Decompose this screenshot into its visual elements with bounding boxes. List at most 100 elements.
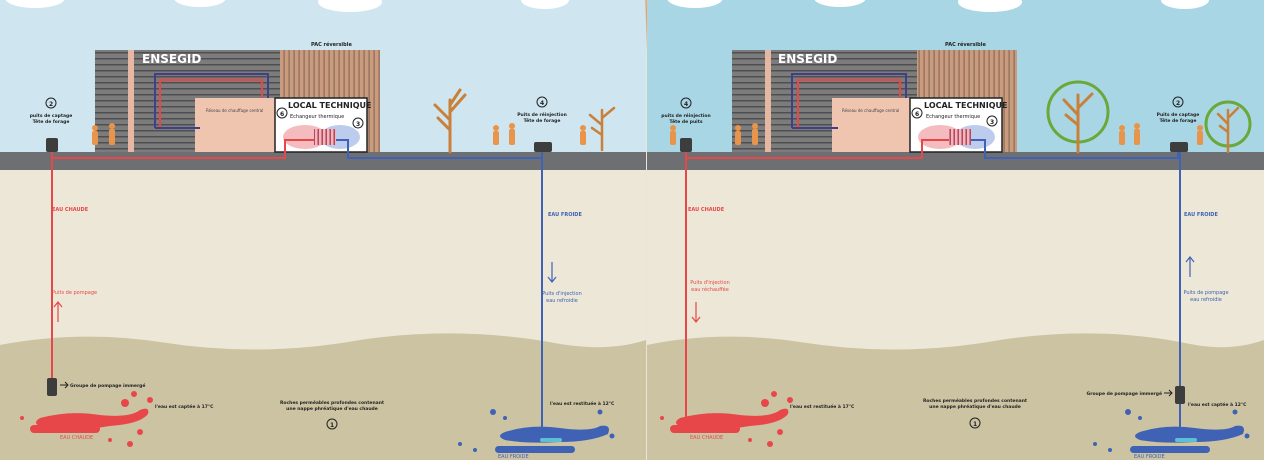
- heat-exchanger-coil: [949, 129, 971, 145]
- heating-loop-cold: [791, 73, 907, 128]
- cold-pool-label: EAU FROIDE: [1134, 454, 1165, 460]
- cloud: [814, 0, 866, 7]
- heat-exchanger-coil: [314, 129, 336, 145]
- well-right-number-badge: [1172, 96, 1184, 108]
- well-left-number-badge: [680, 97, 692, 109]
- right-cold-surface-pipe: [971, 139, 1179, 159]
- heating-loop-cold: [154, 73, 269, 128]
- groupe-pompage-label: Groupe de pompage immergé: [70, 382, 145, 389]
- right-injection-wellhead: [680, 138, 692, 152]
- hot-water-pool: [660, 391, 793, 447]
- right-rock-layer: [647, 333, 1264, 460]
- down-arrow-icon: [691, 302, 701, 323]
- echangeur-number-badge: [911, 107, 923, 119]
- cloud: [667, 0, 723, 8]
- left-injection-wellhead: [534, 142, 552, 152]
- left-panel: ENSEGID PAC réversible LOCAL TECHNIQUE 6…: [0, 0, 646, 460]
- roches-label2: une nappe phréatique d'eau chaude: [286, 405, 378, 412]
- building-pillar: [765, 50, 771, 152]
- roches-number: 1: [973, 421, 977, 428]
- down-arrow-icon: [547, 262, 557, 283]
- pump-label1: Puits de pompage: [1183, 290, 1228, 296]
- submerged-pump: [47, 378, 57, 396]
- echangeur-label: Echangeur thermique: [290, 114, 344, 120]
- local-technique-title: LOCAL TECHNIQUE: [288, 101, 371, 110]
- well-right-number-badge: [536, 96, 548, 108]
- cloud: [521, 0, 569, 9]
- roches-label1: Roches perméables profondes contenant: [923, 397, 1028, 404]
- roches-label2: une nappe phréatique d'eau chaude: [929, 403, 1021, 410]
- groupe-pompage-label: Groupe de pompage immergé: [1087, 390, 1162, 397]
- right-ground: [647, 152, 1264, 170]
- well-right-number: 4: [540, 100, 544, 107]
- right-panel: ENSEGID PAC réversible LOCAL TECHNIQUE 6…: [647, 0, 1264, 460]
- well-right-label1: Puits de captage: [1157, 112, 1200, 118]
- people-group: [92, 123, 586, 145]
- well-left-number: 2: [49, 101, 53, 108]
- cold-pool-accent: [1175, 438, 1197, 442]
- heating-loop-hot: [159, 79, 263, 128]
- injection-label1: Puits d'injection: [542, 291, 582, 297]
- hot-water-label: EAU CHAUDE: [688, 207, 725, 213]
- bare-tree: [433, 88, 467, 154]
- people-group: [670, 123, 1203, 145]
- left-capture-wellhead: [46, 138, 58, 152]
- injection-label2: eau réchauffée: [691, 286, 729, 293]
- right-arrow-icon: [60, 381, 69, 389]
- well-right-label2: Tête de forage: [1160, 117, 1197, 124]
- submerged-pump: [1175, 386, 1185, 404]
- left-ground: [0, 152, 646, 170]
- cold-water-label: EAU FROIDE: [1184, 212, 1218, 218]
- green-tree: [1046, 80, 1110, 154]
- right-arrow-icon: [1164, 389, 1173, 397]
- hot-pool-label: EAU CHAUDE: [60, 435, 93, 441]
- well-left-label1: puits de réinjection: [661, 112, 710, 119]
- pac-label: PAC réversible: [311, 41, 352, 48]
- cloud: [318, 0, 382, 12]
- echangeur-number: 6: [280, 111, 284, 118]
- cloud: [5, 0, 65, 8]
- injection-label1: Puits d'injection: [690, 280, 730, 286]
- cloud: [1161, 0, 1209, 9]
- well-left-number: 4: [684, 101, 688, 108]
- cold-pool-accent: [540, 438, 562, 442]
- roches-label1: Roches perméables profondes contenant: [280, 399, 385, 406]
- up-arrow-icon: [53, 301, 63, 322]
- building-name: ENSEGID: [142, 52, 201, 66]
- cold-water-pool: [1093, 409, 1250, 453]
- restituee-label: l'eau est restituée à 17°C: [790, 403, 855, 410]
- reseau-label: Réseau de chauffage central: [206, 108, 263, 113]
- cold-water-label: EAU FROIDE: [548, 212, 582, 218]
- hot-water-pool: [20, 391, 153, 447]
- circuit-number-badge: [986, 115, 998, 127]
- building-name: ENSEGID: [778, 52, 837, 66]
- well-right-number: 2: [1176, 100, 1180, 107]
- restituee-label: l'eau est restituée à 12°C: [550, 400, 615, 407]
- well-right-label1: Puits de réinjection: [517, 111, 567, 118]
- left-rock-layer: [0, 333, 646, 460]
- captee-label: l'eau est captée à 12°C: [1188, 401, 1247, 408]
- injection-label2: eau refroidie: [546, 298, 578, 304]
- right-building: ENSEGID PAC réversible LOCAL TECHNIQUE 6…: [732, 41, 1017, 153]
- reseau-label: Réseau de chauffage central: [842, 108, 899, 113]
- roches-number: 1: [330, 422, 334, 429]
- cloud: [958, 0, 1022, 12]
- well-right-label2: Tête de forage: [524, 117, 561, 124]
- hot-water-label: EAU CHAUDE: [52, 207, 89, 213]
- building-interior: [832, 98, 912, 152]
- building-interior: [195, 98, 275, 152]
- well-left-label1: puits de captage: [30, 113, 73, 119]
- echangeur-label: Echangeur thermique: [926, 114, 980, 120]
- roches-number-badge: [326, 418, 338, 430]
- cloud: [174, 0, 226, 7]
- well-left-label2: Tête de forage: [33, 118, 70, 125]
- local-technique-title: LOCAL TECHNIQUE: [924, 101, 1007, 110]
- captee-label: l'eau est captée à 17°C: [155, 403, 214, 410]
- up-arrow-icon: [1185, 256, 1195, 277]
- green-tree: [1204, 100, 1252, 154]
- roches-number-badge: [969, 417, 981, 429]
- building-pillar: [128, 50, 134, 152]
- well-left-label2: Tête de puits: [669, 118, 702, 125]
- circuit-number: 3: [356, 121, 360, 128]
- cold-water-pool: [458, 409, 615, 453]
